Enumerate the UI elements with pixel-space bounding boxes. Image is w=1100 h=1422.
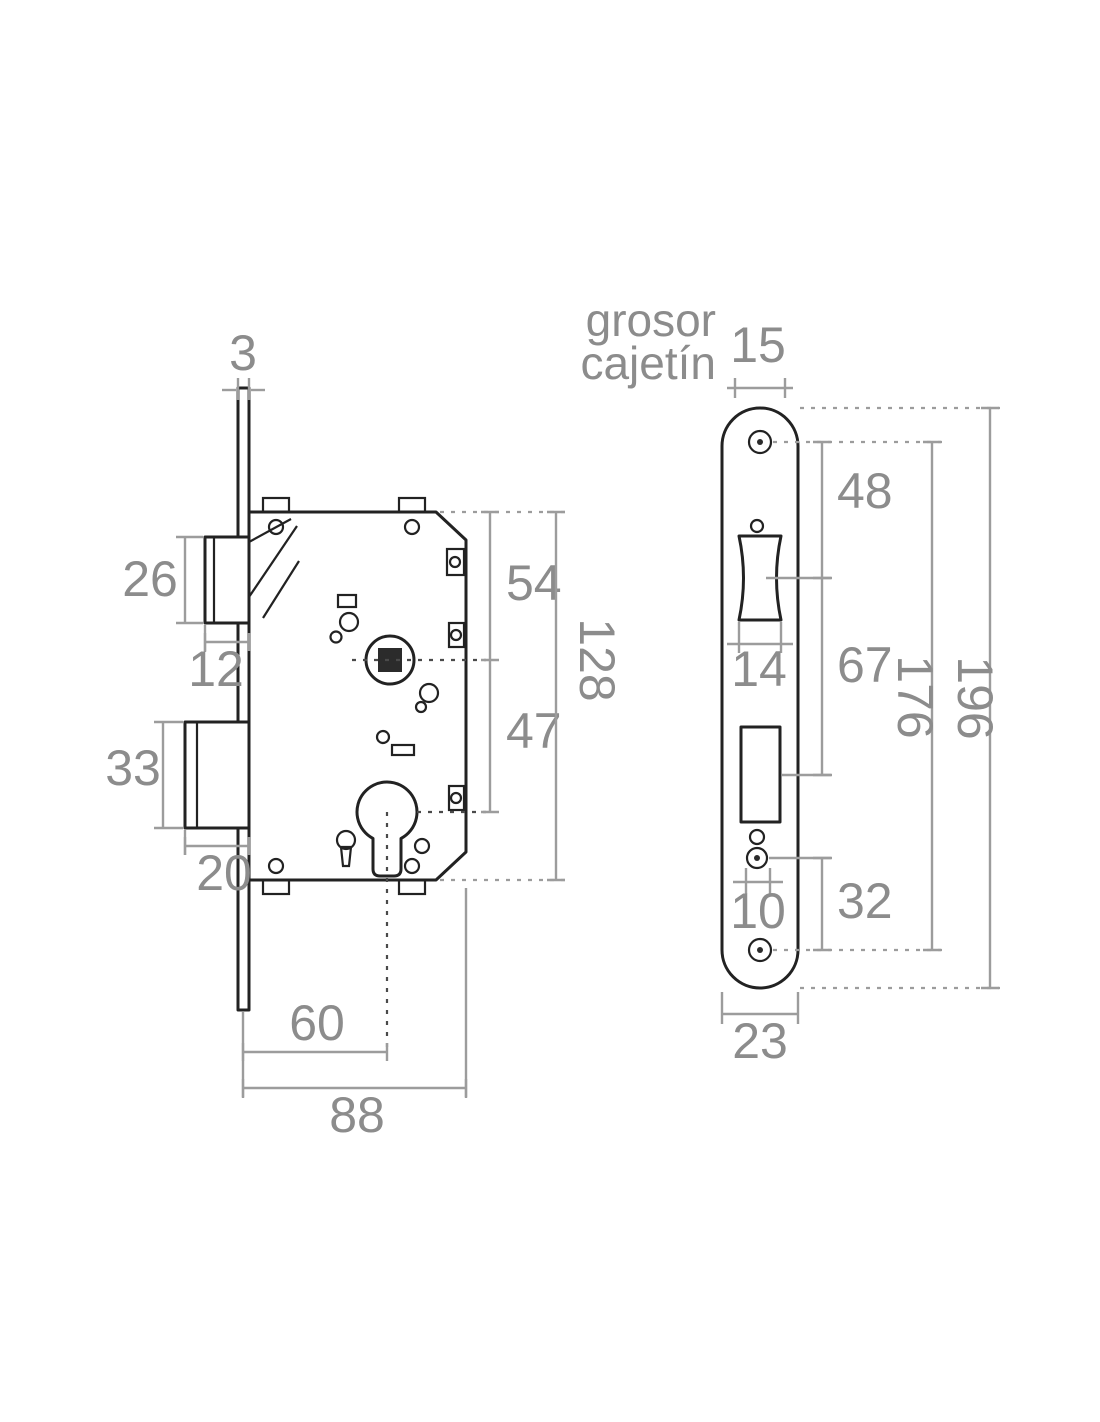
screw-center-dot xyxy=(757,947,763,953)
aux-hole-icon xyxy=(748,828,766,846)
dim-case-height-label: 128 xyxy=(569,618,625,701)
keyhole-icon xyxy=(335,829,357,851)
dim-magnet-to-screw-label: 32 xyxy=(837,873,893,929)
lock-body-view xyxy=(183,386,486,1050)
dim-screw-spacing-label: 176 xyxy=(887,655,943,738)
pivot-circle xyxy=(418,682,440,704)
edge-adjuster-box xyxy=(447,784,466,812)
deadbolt xyxy=(183,720,251,830)
latch-spring-line xyxy=(248,518,292,543)
slider-block xyxy=(390,743,416,757)
lock-case-outline xyxy=(247,510,468,882)
latch-spring-line xyxy=(248,525,298,598)
dim-latch-opening-label: 14 xyxy=(731,641,787,697)
tab-screw-icon xyxy=(403,857,421,875)
faceplate-view xyxy=(720,406,800,990)
dim-plate-height-label: 196 xyxy=(947,656,1003,739)
dim-deadbolt-height-label: 33 xyxy=(105,740,161,796)
screw-center-dot xyxy=(757,439,763,445)
pivot-circle-small xyxy=(375,729,391,745)
dim-spindle-to-cylinder-label: 47 xyxy=(506,703,562,759)
pivot-circle-small xyxy=(329,630,343,644)
faceplate-dimensions: grosor cajetín 15 48 67 32 14 xyxy=(580,294,1003,1069)
note-grosor: grosor xyxy=(586,294,716,346)
mount-tab-bottom-right xyxy=(397,878,427,896)
tab-screw-icon xyxy=(267,857,285,875)
edge-adjuster-screw xyxy=(448,555,462,569)
dim-top-to-spindle-label: 54 xyxy=(506,555,562,611)
mount-tab-top-left xyxy=(261,496,291,514)
tab-screw-icon xyxy=(267,518,285,536)
edge-adjuster-box xyxy=(445,547,466,577)
pivot-circle-small xyxy=(413,837,431,855)
mount-tab-top-right xyxy=(397,496,427,514)
edge-adjuster-screw xyxy=(449,791,463,805)
dim-latch-to-deadbolt-label: 67 xyxy=(837,637,893,693)
dim-backset-label: 60 xyxy=(289,995,345,1051)
dim-case-thickness-label: 15 xyxy=(730,317,786,373)
magnet-center-dot xyxy=(754,855,760,861)
small-hole-icon xyxy=(749,518,765,534)
pivot-circle-small xyxy=(414,700,428,714)
dim-deadbolt-projection-label: 20 xyxy=(196,845,252,901)
edge-adjuster-box xyxy=(447,621,466,649)
faceplate-edge xyxy=(236,386,251,1012)
tab-screw-icon xyxy=(403,518,421,536)
note-cajetin: cajetín xyxy=(580,337,716,389)
dim-latch-projection-label: 12 xyxy=(188,641,244,697)
pivot-circle xyxy=(338,611,360,633)
latch-spring-line xyxy=(262,560,300,619)
dim-screw-to-latch-label: 48 xyxy=(837,463,893,519)
keyhole-stem xyxy=(339,845,353,868)
lock-body-dimensions: 3 26 12 33 20 54 47 xyxy=(105,325,625,1143)
dim-magnet-hole-label: 10 xyxy=(730,883,786,939)
dim-faceplate-thickness-label: 3 xyxy=(229,325,257,381)
dim-case-depth-label: 88 xyxy=(329,1087,385,1143)
dim-plate-width-label: 23 xyxy=(732,1013,788,1069)
spring-block xyxy=(336,593,358,609)
edge-adjuster-screw xyxy=(449,628,463,642)
dim-latch-height-label: 26 xyxy=(122,551,178,607)
latch-opening xyxy=(737,534,783,622)
deadbolt-opening xyxy=(739,725,782,824)
euro-cylinder-profile xyxy=(355,780,419,878)
mount-tab-bottom-left xyxy=(261,878,291,896)
latch-bolt xyxy=(203,535,251,625)
